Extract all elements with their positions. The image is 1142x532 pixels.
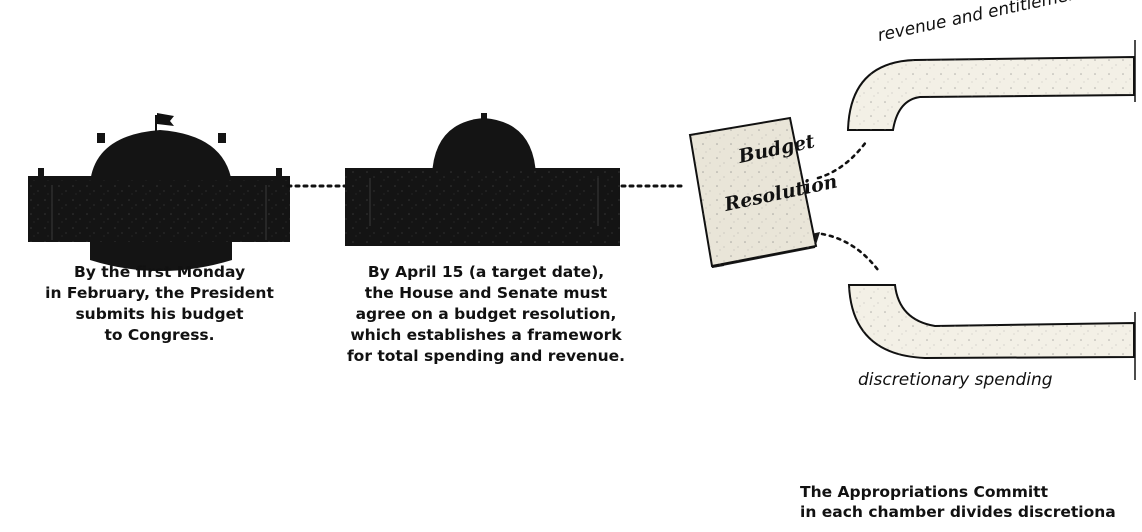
lower-branch-label: discretionary spending [858,370,1053,390]
appropriations-caption: The Appropriations Committ in each chamb… [800,483,1116,521]
president-step-caption: By the first Monday in February, the Pre… [45,263,274,344]
discretionary-spending-pipe [847,284,1136,380]
connector-lower-branch [820,232,880,272]
white-house-icon [28,113,290,271]
capitol-icon [345,113,620,246]
connector-upper-branch [816,140,868,180]
budget-resolution-book-icon [688,116,820,268]
revenue-entitlements-pipe [846,40,1136,131]
congress-step-caption: By April 15 (a target date), the House a… [346,263,626,365]
